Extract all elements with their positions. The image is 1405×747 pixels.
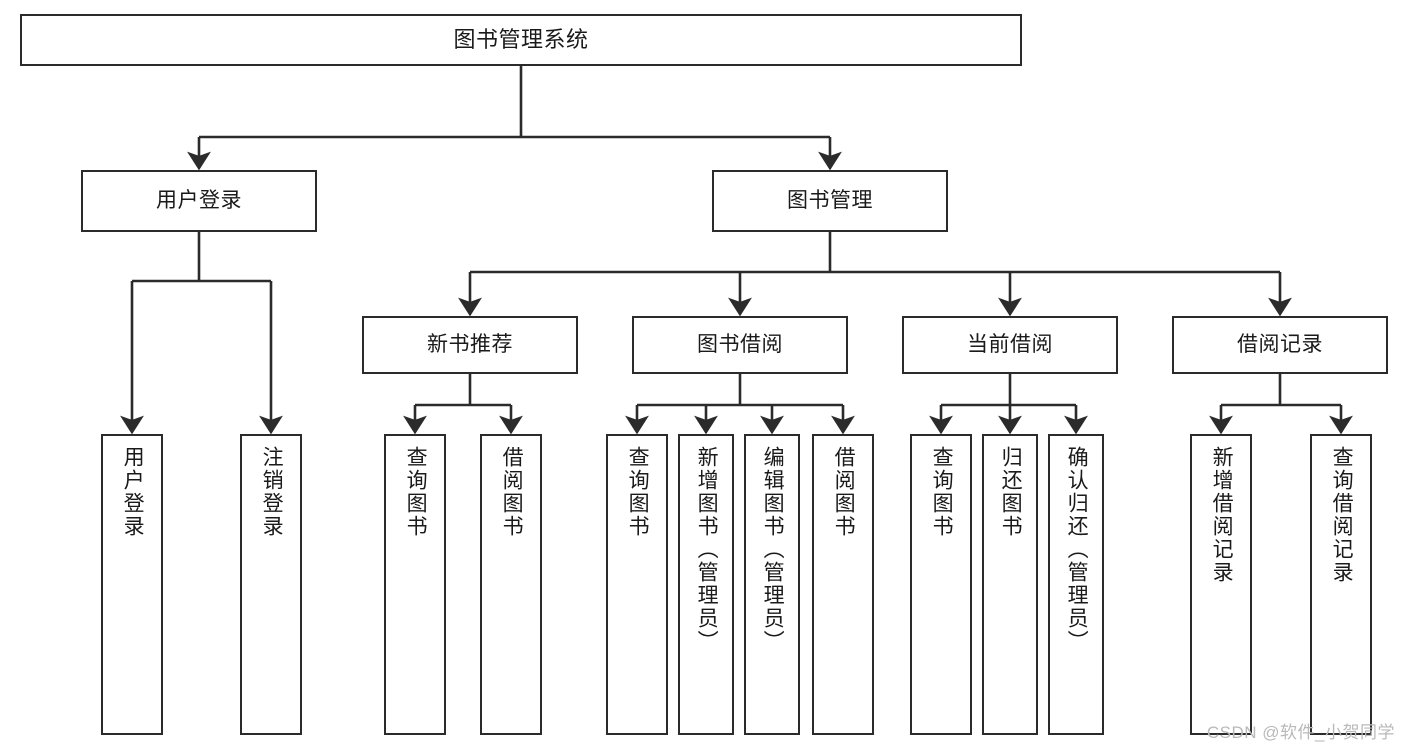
node-label: 用户登录 (156, 188, 242, 212)
node-label: 新书推荐 (427, 332, 513, 356)
leaf-query-book-borrow[interactable]: 查询图书 (606, 434, 668, 735)
node-label: 新增借阅记录 (1210, 446, 1234, 584)
leaf-add-borrow-record[interactable]: 新增借阅记录 (1190, 434, 1252, 735)
leaf-logout[interactable]: 注销登录 (240, 434, 302, 735)
leaf-return-book[interactable]: 归还图书 (982, 434, 1038, 735)
node-borrow-records[interactable]: 借阅记录 (1172, 316, 1388, 374)
node-label: 查询图书 (626, 446, 650, 538)
node-label: 图书借阅 (697, 332, 783, 356)
node-new-book-recommend[interactable]: 新书推荐 (362, 316, 578, 374)
leaf-confirm-return-admin[interactable]: 确认归还（管理员） (1048, 434, 1104, 735)
node-label: 查询借阅记录 (1330, 446, 1354, 584)
node-label: 确认归还（管理员） (1065, 446, 1089, 653)
leaf-query-book-current[interactable]: 查询图书 (910, 434, 972, 735)
node-label: 当前借阅 (967, 332, 1053, 356)
node-current-borrow[interactable]: 当前借阅 (902, 316, 1118, 374)
node-label: 查询图书 (930, 446, 954, 538)
leaf-user-login[interactable]: 用户登录 (101, 434, 163, 735)
leaf-add-book-admin[interactable]: 新增图书（管理员） (678, 434, 734, 735)
node-label: 借阅图书 (500, 446, 524, 538)
leaf-query-book-recommend[interactable]: 查询图书 (384, 434, 446, 735)
node-label: 归还图书 (999, 446, 1023, 538)
node-label: 借阅记录 (1237, 332, 1323, 356)
node-user-login[interactable]: 用户登录 (81, 170, 317, 232)
node-label: 查询图书 (404, 446, 428, 538)
leaf-edit-book-admin[interactable]: 编辑图书（管理员） (744, 434, 800, 735)
node-label: 图书管理 (787, 188, 873, 212)
watermark-text: CSDN @软件_小贺同学 (1206, 723, 1395, 742)
node-label: 图书管理系统 (453, 27, 589, 53)
node-label: 注销登录 (260, 446, 284, 538)
node-root[interactable]: 图书管理系统 (20, 14, 1022, 66)
leaf-borrow-book[interactable]: 借阅图书 (812, 434, 874, 735)
node-label: 编辑图书（管理员） (761, 446, 785, 653)
node-label: 新增图书（管理员） (695, 446, 719, 653)
node-label: 用户登录 (121, 446, 145, 538)
node-book-management[interactable]: 图书管理 (712, 170, 948, 232)
node-label: 借阅图书 (832, 446, 856, 538)
node-book-borrow[interactable]: 图书借阅 (632, 316, 848, 374)
leaf-query-borrow-record[interactable]: 查询借阅记录 (1310, 434, 1372, 735)
leaf-borrow-book-recommend[interactable]: 借阅图书 (480, 434, 542, 735)
